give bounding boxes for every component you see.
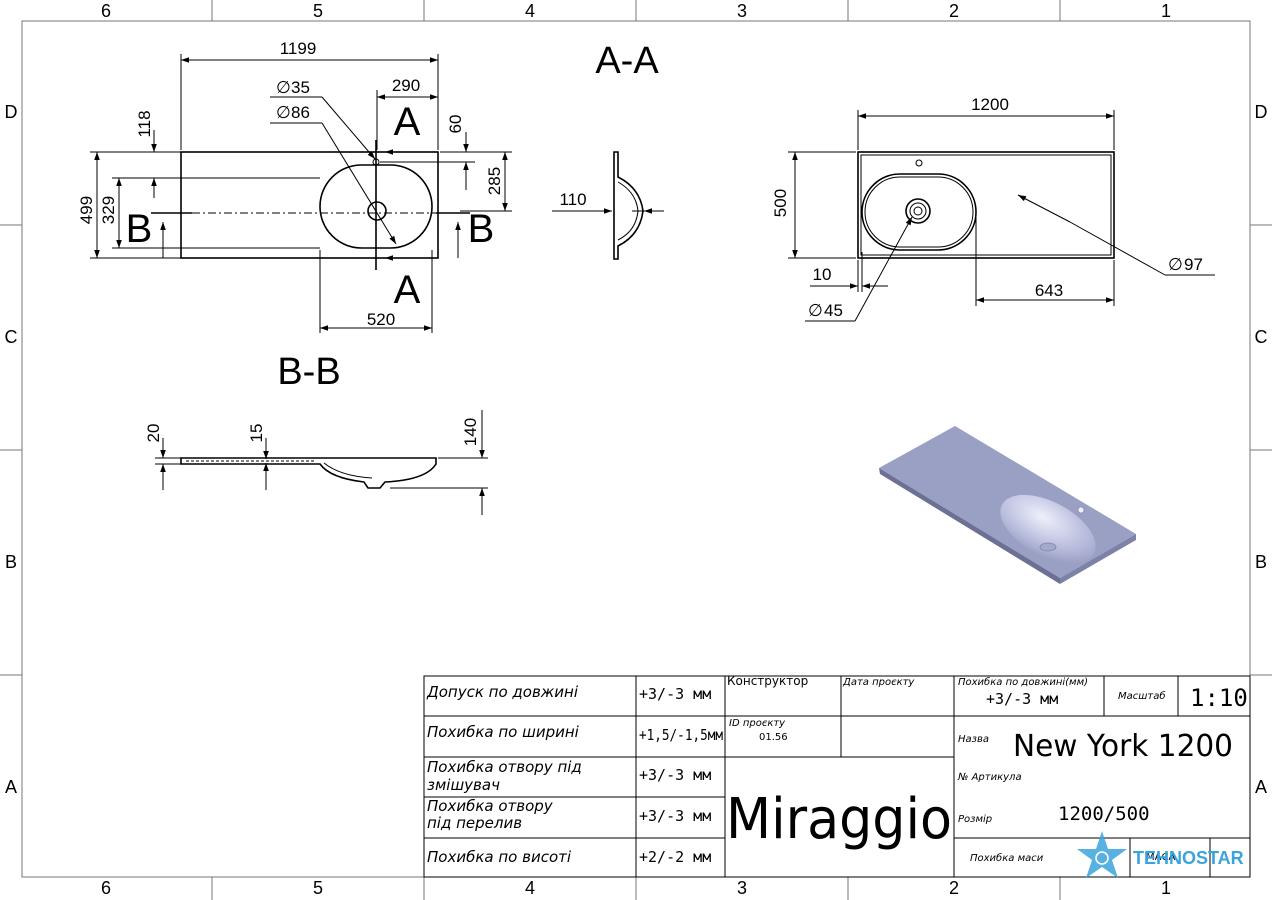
section-b-b-profile	[180, 457, 437, 489]
name-label: Назва	[958, 734, 989, 745]
right-view-bowl	[861, 173, 977, 251]
product-name: New York 1200	[1013, 729, 1233, 764]
zone-row-left: C	[5, 327, 18, 347]
size-value: 1200/500	[1058, 803, 1150, 825]
top-view-drain	[367, 201, 387, 221]
tolerance-label: Допуск по довжині	[426, 683, 579, 701]
brand-logo: Miraggio	[726, 787, 952, 852]
section-a-a: A-A 110	[552, 40, 664, 260]
tolerance-label: під перелив	[427, 814, 522, 832]
length-tolerance-value: +3/-3 мм	[986, 690, 1058, 708]
zone-row-right: B	[1255, 552, 1267, 572]
project-id-label: ID проєкту	[729, 718, 786, 729]
zone-col-bottom: 5	[313, 878, 323, 898]
dim-d45: 45	[824, 301, 843, 320]
section-a-a-profile	[613, 151, 644, 260]
zone-col-top: 1	[1161, 1, 1171, 21]
dim-top-length: 1199	[280, 39, 317, 58]
zone-col-top: 3	[737, 1, 747, 21]
constructor-label: Конструктор	[727, 674, 808, 688]
project-id-value: 01.56	[759, 732, 788, 743]
dim-118: 118	[135, 110, 154, 137]
zone-row-left: B	[5, 552, 17, 572]
project-date-label: Дата проєкту	[842, 677, 915, 688]
scale-label: Масштаб	[1118, 690, 1166, 702]
zone-col-bottom: 3	[737, 878, 747, 898]
dim-top-290: 290	[392, 76, 420, 95]
tolerance-label: Похибка по ширині	[427, 723, 580, 741]
star-logo-icon	[1077, 831, 1127, 878]
top-view: 1199 290 ∅ 35 ∅ 86 118 499 329 60	[77, 39, 512, 333]
tolerance-label: Похибка отвору під	[427, 758, 582, 776]
zone-col-bottom: 1	[1161, 878, 1171, 898]
dim-20: 20	[144, 424, 163, 443]
mass-tolerance-label: Похибка маси	[970, 852, 1044, 864]
section-letter-a-bottom: A	[394, 268, 421, 312]
tolerance-value: +3/-3 мм	[639, 766, 711, 784]
size-label: Розмір	[958, 813, 992, 825]
zone-labels: 6 5 4 3 2 1 6 5 4 3 2 1 D C B A D C B A	[5, 1, 1268, 898]
right-view-outline	[857, 151, 1115, 259]
zone-col-top: 4	[525, 1, 535, 21]
tolerance-value: +3/-3 мм	[639, 685, 711, 703]
svg-text:∅: ∅	[808, 301, 823, 320]
top-view-outline	[180, 151, 439, 259]
zone-col-top: 2	[949, 1, 959, 21]
dim-60: 60	[446, 115, 465, 134]
right-view: 1200 500 10 643 ∅ 97 ∅ 45	[771, 95, 1215, 322]
tolerance-label: змішувач	[427, 776, 500, 794]
dim-499: 499	[77, 196, 96, 224]
dim-285: 285	[485, 167, 504, 195]
zone-row-right: C	[1255, 327, 1268, 347]
tolerance-table: Допуск по довжині +3/-3 мм Похибка по ши…	[426, 683, 723, 866]
zone-row-left: A	[5, 777, 17, 797]
zone-col-top: 5	[313, 1, 323, 21]
zone-col-bottom: 2	[949, 878, 959, 898]
zone-row-left: D	[5, 102, 18, 122]
scale-value: 1:10	[1190, 684, 1248, 712]
dim-140: 140	[461, 418, 480, 446]
basin-3d-render	[879, 426, 1136, 584]
dim-520: 520	[367, 310, 395, 329]
dim-500: 500	[771, 189, 790, 217]
length-tolerance-label: Похибка по довжині(мм)	[958, 676, 1088, 688]
section-a-a-title: A-A	[595, 40, 659, 82]
section-b-b: B-B 20 15 140	[144, 351, 488, 515]
zone-col-bottom: 6	[101, 878, 111, 898]
article-label: № Артикула	[957, 772, 1022, 783]
svg-text:∅: ∅	[1168, 255, 1183, 274]
tolerance-value: +1,5/-1,5мм	[639, 726, 723, 744]
zone-row-right: D	[1255, 102, 1268, 122]
svg-text:∅: ∅	[276, 78, 291, 97]
dim-d86: 86	[291, 103, 310, 122]
zone-row-right: A	[1255, 777, 1267, 797]
dim-643: 643	[1035, 281, 1063, 300]
dim-15: 15	[247, 424, 266, 443]
watermark-text: TEHNOSTAR	[1133, 848, 1244, 868]
watermark: TEHNOSTAR	[1077, 831, 1244, 878]
dim-d97: 97	[1184, 255, 1203, 274]
svg-text:∅: ∅	[276, 103, 291, 122]
right-view-mixer-hole	[915, 159, 923, 167]
zone-col-top: 6	[101, 1, 111, 21]
dim-d35: 35	[291, 78, 310, 97]
section-letter-b-right: B	[468, 207, 495, 251]
dim-1200: 1200	[971, 95, 1009, 114]
dim-110: 110	[559, 190, 586, 209]
section-letter-a-top: A	[394, 100, 421, 144]
title-block-fields: Конструктор Дата проєкту ID проєкту 01.5…	[726, 674, 1248, 864]
tolerance-label: Похибка по висоті	[427, 848, 572, 866]
mass-label: МАСА	[1146, 852, 1175, 863]
tolerance-value: +2/-2 мм	[639, 848, 711, 866]
tolerance-value: +3/-3 мм	[639, 807, 711, 825]
dim-10: 10	[813, 265, 832, 284]
dim-329: 329	[99, 196, 118, 224]
tolerance-label: Похибка отвору	[427, 797, 554, 815]
title-block	[423, 675, 1251, 878]
section-letter-b-left: B	[126, 207, 153, 251]
zone-col-bottom: 4	[525, 878, 535, 898]
section-b-b-title: B-B	[277, 351, 340, 393]
